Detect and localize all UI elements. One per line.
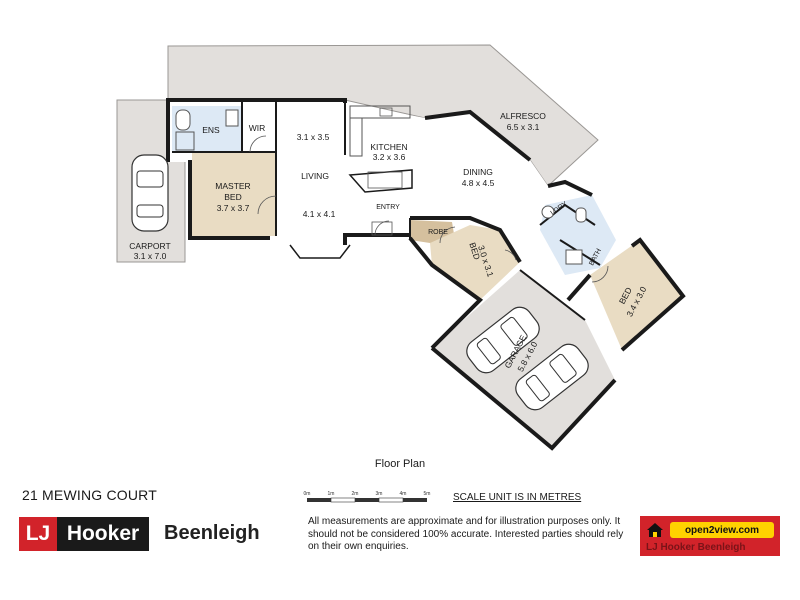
master-bed-dim: 3.7 x 3.7 bbox=[217, 203, 250, 213]
lj-hooker-logo: LJ Hooker bbox=[19, 517, 149, 551]
shower-icon bbox=[175, 131, 195, 151]
entry-step bbox=[371, 221, 393, 236]
kitchen-dim: 3.2 x 3.6 bbox=[373, 152, 406, 162]
floor-plan-caption: Floor Plan bbox=[374, 458, 426, 470]
scale-tick-label: 4m bbox=[400, 491, 407, 497]
living-label: LIVING bbox=[301, 171, 329, 181]
door-icon bbox=[374, 220, 390, 236]
bay-window bbox=[289, 244, 351, 259]
open2view-agency: LJ Hooker Beenleigh bbox=[646, 542, 746, 553]
property-address: 21 MEWING COURT bbox=[22, 487, 157, 503]
door-icon bbox=[439, 226, 456, 244]
open2view-logo: open2view.com LJ Hooker Beenleigh bbox=[640, 516, 780, 556]
alfresco-label: ALFRESCO bbox=[500, 111, 546, 121]
wir-label: WIR bbox=[249, 123, 266, 133]
master-bed-label: BED bbox=[224, 192, 241, 202]
master-bed-area bbox=[192, 152, 276, 236]
tub-icon bbox=[541, 205, 555, 219]
dining-label: DINING bbox=[463, 167, 493, 177]
toilet-icon bbox=[175, 109, 191, 131]
scale-tick-label: 3m bbox=[376, 491, 383, 497]
kitchen-bench bbox=[349, 105, 411, 119]
office-name: Beenleigh bbox=[164, 522, 260, 544]
robe-label: ROBE bbox=[428, 229, 448, 236]
garage-area bbox=[432, 270, 615, 448]
lj-mark: LJ bbox=[19, 517, 57, 551]
bed2-area bbox=[430, 225, 520, 300]
bath-basin-icon bbox=[565, 249, 583, 265]
scale-tick-label: 5m bbox=[424, 491, 431, 497]
ens-label: ENS bbox=[202, 125, 220, 135]
door-icon bbox=[249, 135, 267, 153]
scale-tick-label: 2m bbox=[352, 491, 359, 497]
alfresco-dim: 6.5 x 3.1 bbox=[507, 122, 540, 132]
laundry-bath-area bbox=[540, 195, 616, 275]
kitchen-sink bbox=[379, 107, 393, 117]
kitchen-appliance bbox=[367, 171, 403, 189]
open2view-wordmark: open2view.com bbox=[670, 522, 774, 538]
scale-label: SCALE UNIT IS IN METRES bbox=[453, 492, 582, 503]
kitchen-label: KITCHEN bbox=[370, 142, 407, 152]
living-dim: 4.1 x 4.1 bbox=[303, 209, 336, 219]
scale-bar: 0m 1m 2m 3m 4m 5m bbox=[304, 491, 431, 503]
scale-tick-label: 0m bbox=[304, 491, 311, 497]
floor-plan: ALFRESCO 6.5 x 3.1 ENS WIR 3.1 x 3.5 KIT… bbox=[116, 44, 686, 451]
room-dim: 3.1 x 3.5 bbox=[297, 132, 330, 142]
dining-dim: 4.8 x 4.5 bbox=[462, 178, 495, 188]
laundry-toilet-icon bbox=[575, 207, 587, 223]
entry-label: ENTRY bbox=[376, 204, 400, 211]
scale-tick-label: 1m bbox=[328, 491, 335, 497]
master-bed-label: MASTER bbox=[215, 181, 250, 191]
car-icon bbox=[515, 343, 589, 411]
kitchen-side-bench bbox=[349, 117, 363, 157]
door-icon bbox=[504, 249, 517, 261]
house-icon bbox=[647, 523, 663, 537]
carport-label: CARPORT bbox=[129, 241, 170, 251]
carport-dim: 3.1 x 7.0 bbox=[134, 251, 167, 261]
door-icon bbox=[257, 195, 277, 215]
house-interior bbox=[168, 100, 615, 300]
car-icon bbox=[466, 306, 540, 374]
door-icon bbox=[591, 265, 609, 283]
basin-icon bbox=[225, 109, 239, 127]
disclaimer-text: All measurements are approximate and for… bbox=[308, 516, 624, 552]
hooker-wordmark: Hooker bbox=[57, 517, 149, 551]
car-icon bbox=[131, 154, 169, 232]
